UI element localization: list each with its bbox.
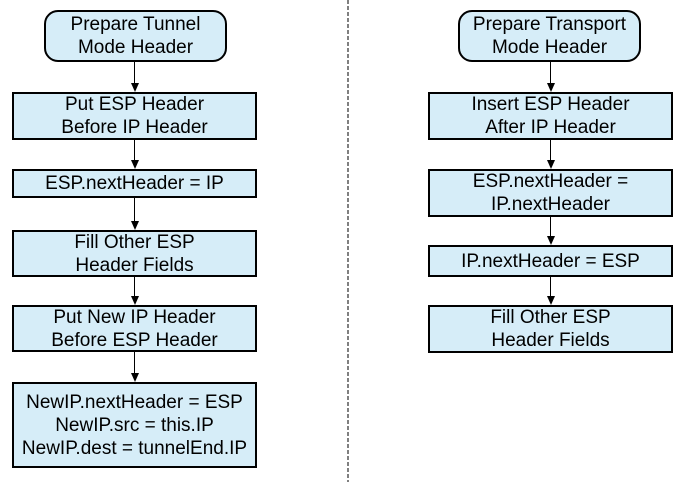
flow-node-put-esp-header-before-ip-header: Put ESP Header Before IP Header <box>12 92 257 140</box>
node-text-line: Mode Header <box>491 37 608 58</box>
arrow-head <box>130 83 139 92</box>
node-text-line: NewIP.src = this.IP <box>55 414 214 436</box>
down-arrow-icon <box>546 277 555 305</box>
node-text-line: IP.nextHeader <box>490 194 610 215</box>
node-text-line: NewIP.nextHeader = ESP <box>26 391 243 413</box>
node-text-line: Header Fields <box>491 330 610 351</box>
node-text-line: Mode Header <box>77 37 194 58</box>
arrow-head <box>546 83 555 92</box>
arrow-head <box>546 296 555 305</box>
flow-node-newip-field-assignments: NewIP.nextHeader = ESP NewIP.src = this.… <box>12 382 257 468</box>
node-text-line: Put ESP Header <box>64 94 205 115</box>
arrow-shaft <box>134 277 135 296</box>
arrow-head <box>546 236 555 245</box>
flow-node-fill-other-esp-header-fields: Fill Other ESP Header Fields <box>12 230 257 277</box>
down-arrow-icon <box>546 217 555 245</box>
arrow-shaft <box>550 62 551 83</box>
node-text-line: ESP.nextHeader = <box>472 171 629 192</box>
flow-node-put-new-ip-header-before-esp-header: Put New IP Header Before ESP Header <box>12 305 257 352</box>
flow-node-ip-nextheader-equals-esp: IP.nextHeader = ESP <box>428 245 673 277</box>
down-arrow-icon <box>130 198 139 230</box>
flow-node-prepare-tunnel-mode-header: Prepare Tunnel Mode Header <box>44 10 227 62</box>
arrow-shaft <box>134 352 135 373</box>
node-text-line: Fill Other ESP <box>74 231 195 253</box>
node-text-line: Put New IP Header <box>53 306 216 328</box>
flow-node-prepare-transport-mode-header: Prepare Transport Mode Header <box>458 10 641 62</box>
arrow-head <box>546 160 555 169</box>
node-text-line: Prepare Tunnel <box>70 14 201 35</box>
arrow-shaft <box>550 140 551 160</box>
flow-node-insert-esp-header-after-ip-header: Insert ESP Header After IP Header <box>428 92 673 140</box>
arrow-shaft <box>134 62 135 83</box>
arrow-head <box>130 373 139 382</box>
node-text-line: IP.nextHeader = ESP <box>461 250 640 272</box>
down-arrow-icon <box>546 140 555 169</box>
arrow-head <box>130 221 139 230</box>
node-text-line: Before IP Header <box>61 117 208 138</box>
arrow-shaft <box>134 198 135 221</box>
node-text-line: After IP Header <box>485 117 616 138</box>
flow-node-fill-other-esp-header-fields: Fill Other ESP Header Fields <box>428 305 673 353</box>
arrow-shaft <box>134 140 135 160</box>
node-text-line: Prepare Transport <box>472 14 627 35</box>
arrow-shaft <box>550 217 551 236</box>
node-text-line: Fill Other ESP <box>490 307 611 328</box>
dashed-divider-line <box>347 0 349 482</box>
down-arrow-icon <box>130 140 139 169</box>
flow-node-esp-nextheader-equals-ip-nextheader: ESP.nextHeader = IP.nextHeader <box>428 169 673 217</box>
flow-node-esp-nextheader-equals-ip: ESP.nextHeader = IP <box>12 169 257 198</box>
node-text-line: Header Fields <box>75 254 194 276</box>
node-text-line: NewIP.dest = tunnelEnd.IP <box>21 437 248 459</box>
down-arrow-icon <box>546 62 555 92</box>
arrow-head <box>130 160 139 169</box>
down-arrow-icon <box>130 277 139 305</box>
node-text-line: Insert ESP Header <box>471 94 630 115</box>
arrow-shaft <box>550 277 551 296</box>
arrow-head <box>130 296 139 305</box>
down-arrow-icon <box>130 352 139 382</box>
node-text-line: Before ESP Header <box>51 329 218 351</box>
down-arrow-icon <box>130 62 139 92</box>
node-text-line: ESP.nextHeader = IP <box>45 173 224 194</box>
